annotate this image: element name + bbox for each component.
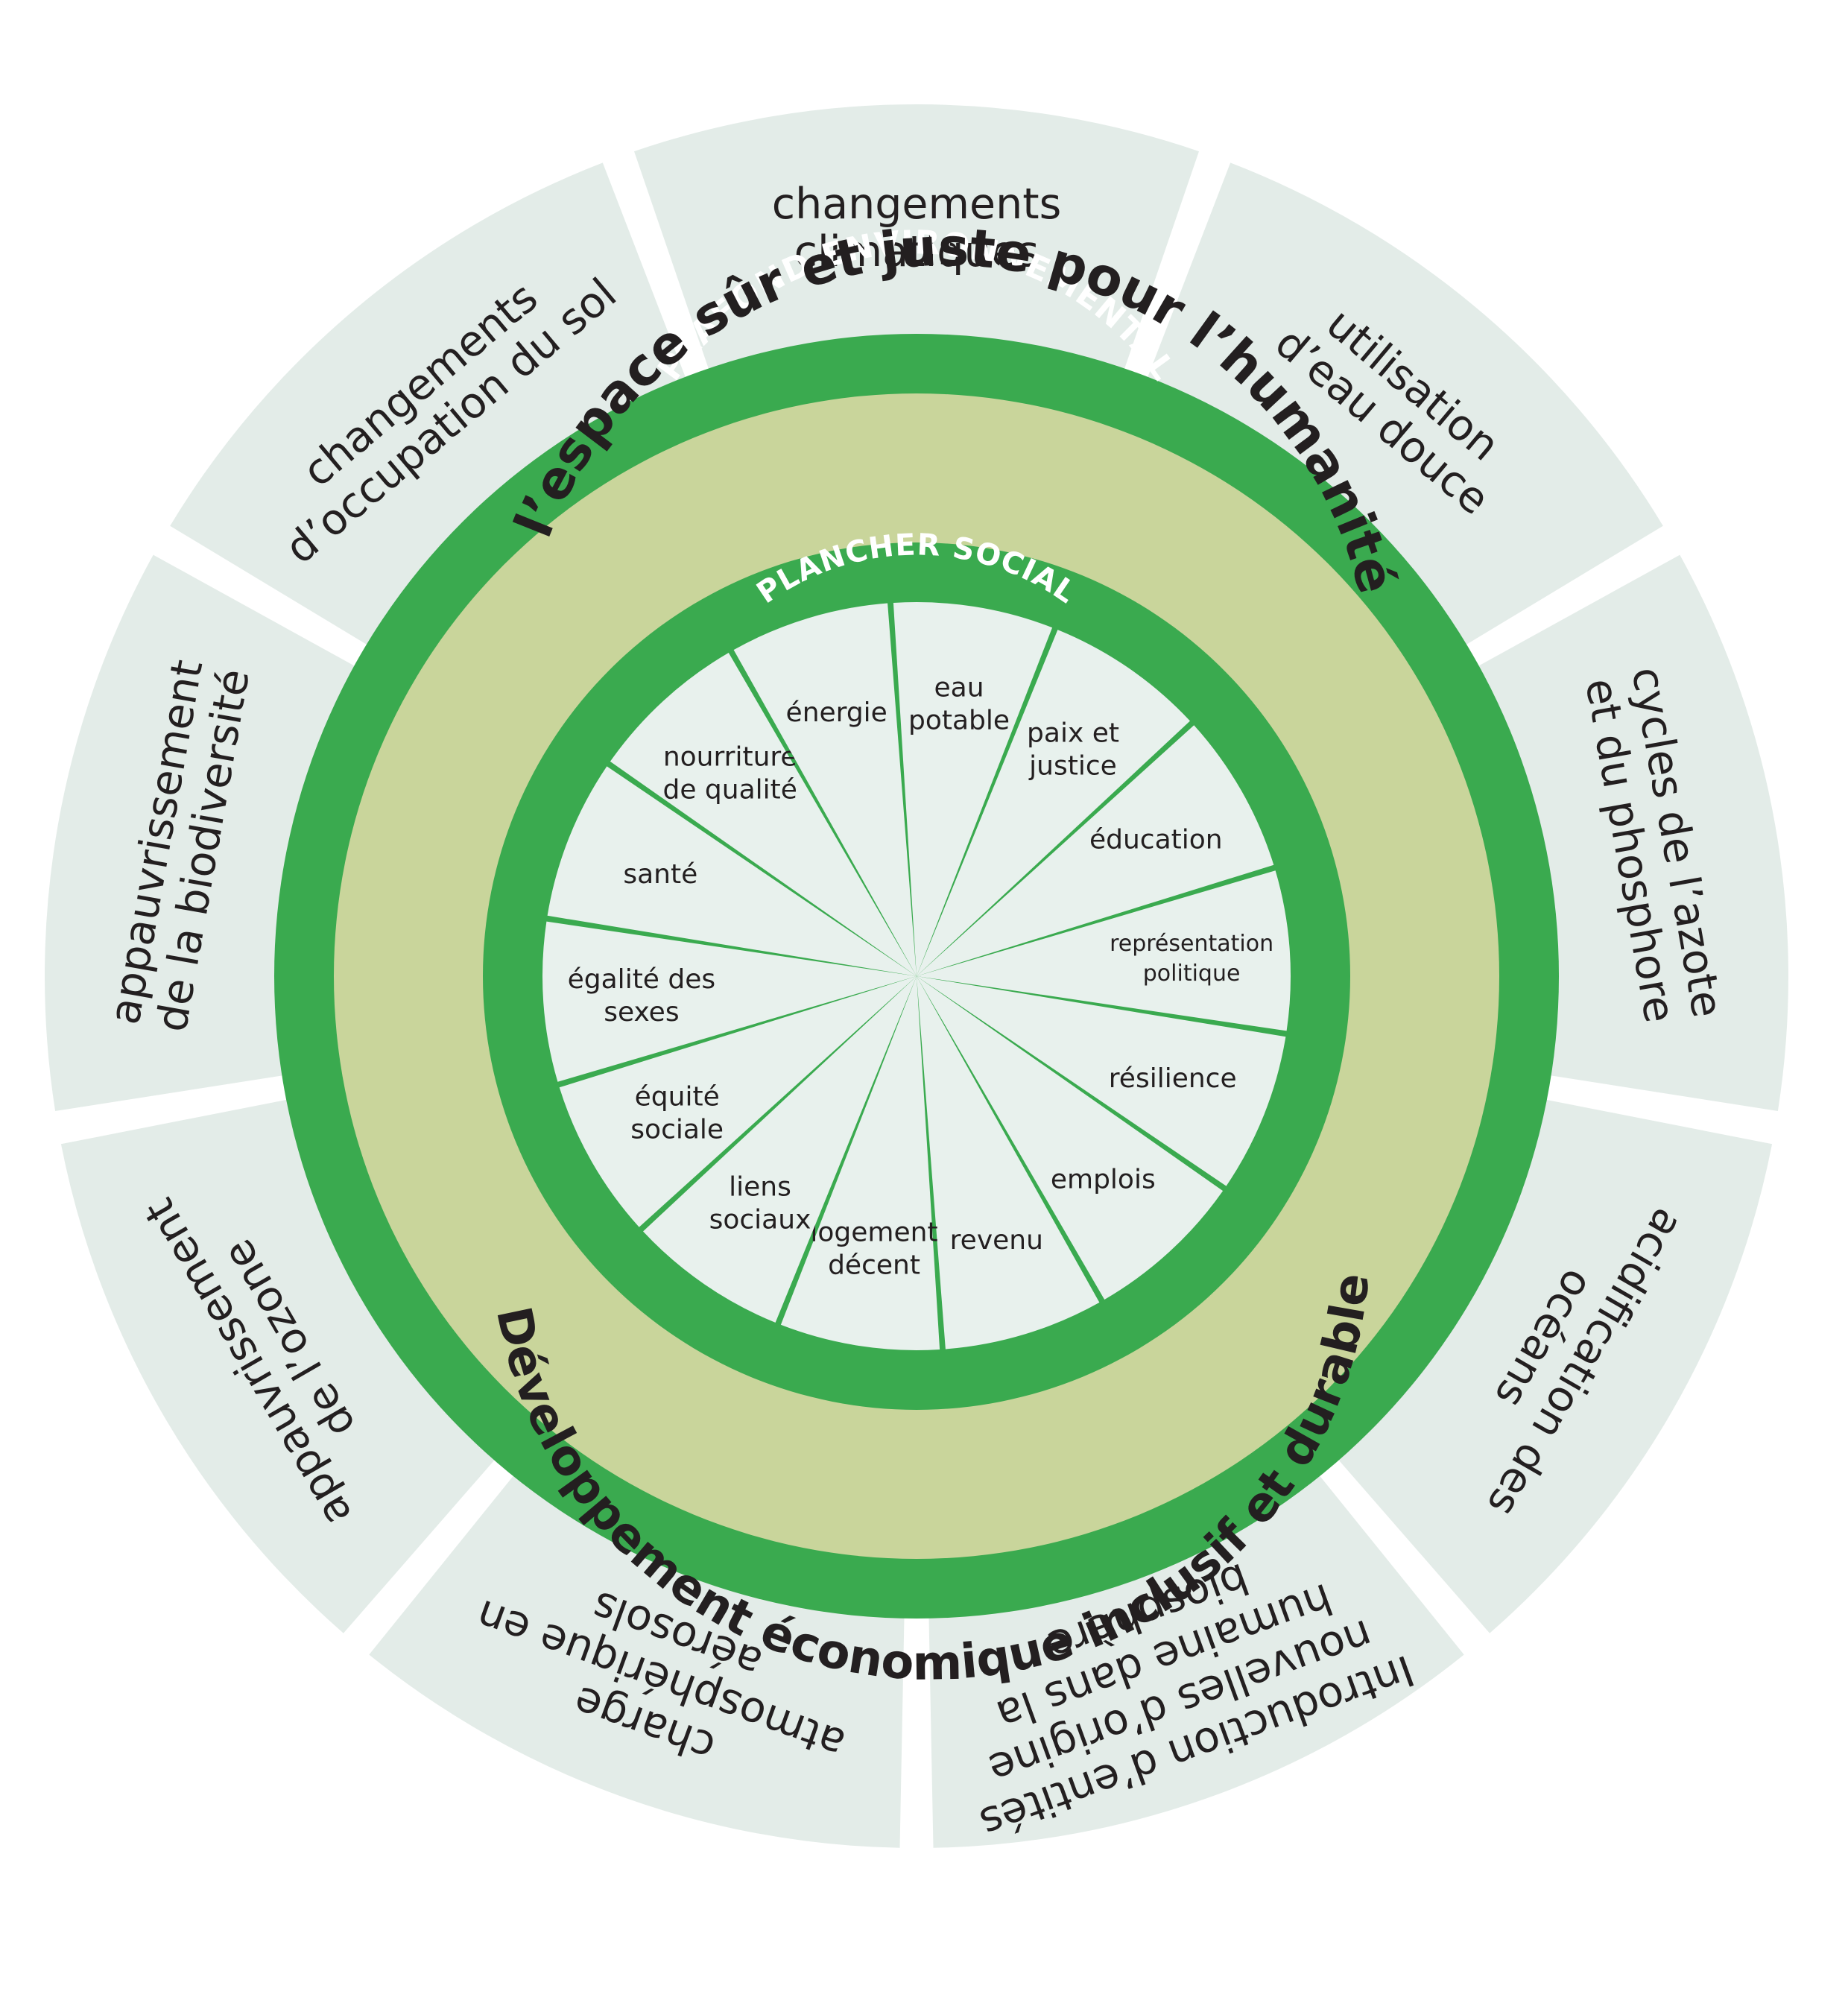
floor-label-line: logement [810,1218,937,1248]
floor-segment-liens [643,976,917,1323]
floor-segment-representation [917,870,1291,1031]
floor-label-line: liens [729,1172,791,1203]
floor-label-education: éducation [1089,825,1223,855]
floor-label-line: sociaux [709,1205,811,1235]
floor-segment-logement [780,976,940,1350]
floor-label-line: emplois [1051,1165,1156,1195]
floor-segment-energie [733,603,917,976]
floor-label-revenu: revenu [950,1225,1043,1256]
floor-label-emplois: emplois [1051,1165,1156,1195]
floor-label-energie: énergie [786,697,887,728]
floor-segment-education [917,725,1274,976]
ceiling-segment-acidification-des [1328,1096,1773,1633]
floor-label-line: potable [908,705,1010,735]
floor-segment-emplois [917,976,1224,1300]
floor-label-line: eau [934,672,984,703]
floor-segment-egalite-des [542,921,917,1082]
floor-label-resilience: résilience [1109,1063,1237,1094]
ceiling-label-line: changements [772,180,1062,229]
floor-label-representation: représentation politique [1110,931,1273,987]
floor-label-line: sexes [604,997,679,1028]
floor-label-line: égalité des [568,964,716,995]
floor-label-line: décent [828,1250,920,1281]
floor-label-line: de qualité [662,775,797,806]
ceiling-segment-introduction-d-entites [928,1463,1464,1848]
floor-label-line: sociale [630,1114,724,1145]
floor-label-sante: santé [623,859,697,890]
ceiling-segment-charge [369,1463,905,1848]
ceiling-segment-changements [170,162,692,654]
floor-label-line: paix et [1027,718,1119,748]
floor-segment-paix-et [917,630,1190,976]
floor-segment-nourriture [610,653,917,976]
floor-label-line: santé [623,859,697,890]
floor-label-line: justice [1028,750,1117,781]
floor-label-line: représentation [1110,931,1273,957]
floor-label-line: politique [1143,961,1241,987]
floor-label-line: énergie [786,697,887,728]
ceiling-segment-changements [634,104,1199,385]
floor-segment-eau [893,602,1053,976]
floor-label-line: nourriture [663,742,797,773]
ceiling-label-line: climatiques [794,227,1040,276]
floor-segment-revenu [917,976,1100,1350]
floor-label-line: équité [635,1081,720,1112]
floor-label-line: revenu [950,1225,1043,1256]
floor-segment-equite [559,976,917,1227]
floor-label-line: éducation [1089,825,1223,855]
ceiling-segment-utilisation [1142,162,1663,654]
floor-segment-resilience [917,976,1286,1186]
floor-label-line: résilience [1109,1063,1237,1094]
floor-segment-sante [547,766,917,976]
ceiling-segment-appauvrissement [60,1096,505,1633]
